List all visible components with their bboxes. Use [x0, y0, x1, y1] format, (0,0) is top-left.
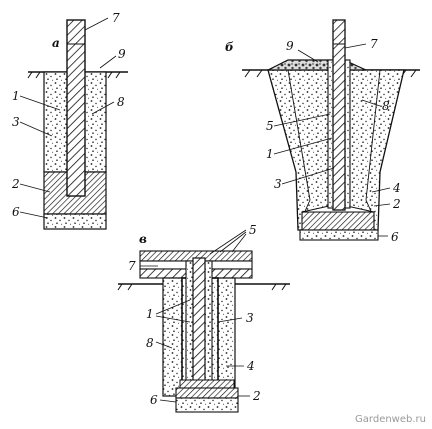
sand-bed-a: [43, 213, 107, 230]
figure-a: а 7 9 1 8 3 2 6: [11, 11, 128, 230]
label-a-2: 2: [11, 177, 20, 191]
label-a-7: 7: [112, 11, 120, 25]
label-a-9: 9: [118, 47, 126, 61]
label-v-8: 8: [146, 336, 154, 350]
figure-a-letter: а: [52, 36, 60, 50]
label-b-8: 8: [382, 99, 390, 113]
label-v-2: 2: [252, 389, 261, 403]
post-b: [332, 19, 346, 211]
post-a: [66, 19, 86, 197]
sand-bed-v: [175, 397, 239, 413]
label-v-7: 7: [128, 259, 136, 273]
label-b-5: 5: [266, 119, 274, 133]
label-v-1: 1: [146, 307, 154, 321]
figure-v-letter: в: [139, 232, 147, 246]
label-b-6: 6: [391, 230, 399, 244]
label-b-7: 7: [370, 37, 378, 51]
figure-b-letter: б: [225, 40, 234, 54]
watermark: Gardenweb.ru: [355, 414, 426, 425]
footing-v: [179, 379, 235, 389]
label-b-4: 4: [392, 181, 401, 195]
label-b-9: 9: [286, 39, 294, 53]
figure-v: в 5 7 1 3 8 4 6 2: [117, 223, 290, 413]
label-a-6: 6: [12, 205, 20, 219]
ground-hatching-b: [244, 69, 417, 78]
sand-bed-b: [299, 229, 379, 241]
label-b-1: 1: [266, 147, 274, 161]
label-v-4: 4: [246, 359, 255, 373]
label-a-3: 3: [12, 115, 20, 129]
label-v-6: 6: [150, 393, 158, 407]
ground-hatching-v: [117, 283, 287, 291]
label-a-8: 8: [117, 95, 125, 109]
ground-hatching-a: [27, 71, 121, 79]
post-v: [192, 257, 206, 383]
label-v-5: 5: [249, 223, 257, 237]
label-a-1: 1: [12, 89, 20, 103]
figure-b: б 9 7 8 5 1 3 4 2 6: [225, 19, 420, 244]
label-b-3: 3: [274, 177, 282, 191]
footing-b: [301, 211, 375, 231]
label-v-3: 3: [246, 311, 254, 325]
label-b-2: 2: [392, 197, 401, 211]
slab-v: [175, 387, 239, 399]
